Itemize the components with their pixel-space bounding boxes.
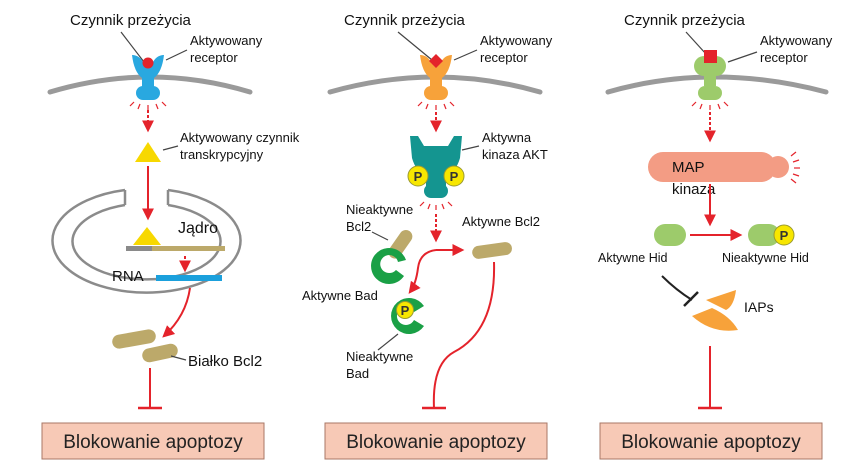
active-bad xyxy=(371,248,406,285)
activation-rays xyxy=(691,101,729,110)
survival-factor-label: Czynnik przeżycia xyxy=(624,12,746,29)
ligand-pointer xyxy=(397,31,433,61)
akt-phospho-1: P xyxy=(407,165,429,187)
map-label-line2: kinaza xyxy=(672,181,716,198)
receptor-label-line2: receptor xyxy=(760,50,808,65)
inactive-bcl2-label-line1: Nieaktywne xyxy=(346,202,413,217)
active-bcl2-label: Aktywne Bcl2 xyxy=(462,214,540,229)
phospho-label: P xyxy=(414,169,423,184)
inactive-bcl2-label-line2: Bcl2 xyxy=(346,219,371,234)
phospho-label: P xyxy=(780,228,789,243)
tf-bound-triangle xyxy=(133,227,161,245)
map-kinase xyxy=(648,152,789,182)
rna-label: RNA xyxy=(112,268,144,285)
activated-receptor xyxy=(420,54,452,100)
inactive-bad-label-line1: Nieaktywne xyxy=(346,349,413,364)
panel-3: Czynnik przeżycia Aktywowany receptor MA… xyxy=(598,12,833,460)
akt-label-line2: kinaza AKT xyxy=(482,147,548,162)
bad-phospho: P xyxy=(396,301,414,319)
inactive-bad-label-line2: Bad xyxy=(346,366,369,381)
active-hid xyxy=(654,224,686,246)
ligand-pointer xyxy=(120,31,145,63)
nucleus-label: Jądro xyxy=(178,220,218,237)
outcome-label: Blokowanie apoptozy xyxy=(63,432,243,453)
outcome-label: Blokowanie apoptozy xyxy=(621,432,801,453)
phospho-label: P xyxy=(450,169,459,184)
ligand-dot xyxy=(142,57,154,69)
bcl2-protein xyxy=(112,329,178,363)
receptor-label-line2: receptor xyxy=(190,50,238,65)
active-hid-label: Aktywne Hid xyxy=(598,251,668,265)
outcome-box xyxy=(41,422,265,460)
rna-strand xyxy=(156,275,222,281)
panel-1: Czynnik przeżycia Aktywowany receptor Ak… xyxy=(41,12,300,460)
phospho-label: P xyxy=(401,303,410,318)
survival-factor-label: Czynnik przeżycia xyxy=(70,12,192,29)
bcl2-inhibition-curve xyxy=(432,261,496,409)
activated-receptor xyxy=(132,55,164,100)
tf-pointer xyxy=(162,145,179,151)
activated-receptor xyxy=(694,50,726,100)
nucleus-envelope xyxy=(51,188,242,294)
arrow-to-inactive-bad xyxy=(408,249,437,294)
protein-pointer xyxy=(170,355,187,361)
receptor-pointer xyxy=(165,49,188,61)
transcription-factor-triangle xyxy=(135,142,161,162)
hid-phospho: P xyxy=(773,224,795,246)
dna-gene-bcl2 xyxy=(152,246,225,251)
iaps-label: IAPs xyxy=(744,299,774,315)
outcome-box xyxy=(599,422,823,460)
akt-pointer xyxy=(461,145,480,151)
tf-label-line2: transkrypcyjny xyxy=(180,147,264,162)
dna-gene-grey xyxy=(126,246,152,251)
survival-factor-label: Czynnik przeżycia xyxy=(344,12,466,29)
iaps-complex xyxy=(692,290,738,331)
outcome-label: Blokowanie apoptozy xyxy=(346,432,526,453)
hid-inhibition-bar xyxy=(683,291,699,307)
inactive-hid xyxy=(748,224,780,246)
map-rays xyxy=(790,151,800,184)
inactive-bad-pointer xyxy=(377,333,399,351)
panel-2: Czynnik przeżycia Aktywowany receptor P xyxy=(302,12,553,460)
activation-rays xyxy=(417,101,455,110)
active-bad-label: Aktywne Bad xyxy=(302,288,378,303)
receptor-pointer xyxy=(453,49,478,61)
akt-rays xyxy=(419,201,453,210)
map-label-line1: MAP xyxy=(672,159,705,176)
activation-rays xyxy=(129,101,167,110)
ligand-pointer xyxy=(685,31,707,55)
receptor-label-line2: receptor xyxy=(480,50,528,65)
receptor-label-line1: Aktywowany xyxy=(190,33,263,48)
protein-label: Białko Bcl2 xyxy=(188,353,262,370)
inactive-bcl2-pointer xyxy=(371,231,389,241)
ligand-diamond xyxy=(429,54,443,68)
receptor-label-line1: Aktywowany xyxy=(480,33,553,48)
tf-label-line1: Aktywowany czynnik xyxy=(180,130,300,145)
receptor-label-line1: Aktywowany xyxy=(760,33,833,48)
ligand-square xyxy=(704,50,717,63)
receptor-pointer xyxy=(727,51,758,63)
outcome-box xyxy=(324,422,548,460)
arrow-rna-to-protein xyxy=(162,287,191,338)
akt-label-line1: Aktywna xyxy=(482,130,532,145)
inactive-hid-label: Nieaktywne Hid xyxy=(722,251,809,265)
hid-inhibition-curve xyxy=(661,275,693,301)
akt-phospho-2: P xyxy=(443,165,465,187)
active-bcl2 xyxy=(472,242,512,259)
